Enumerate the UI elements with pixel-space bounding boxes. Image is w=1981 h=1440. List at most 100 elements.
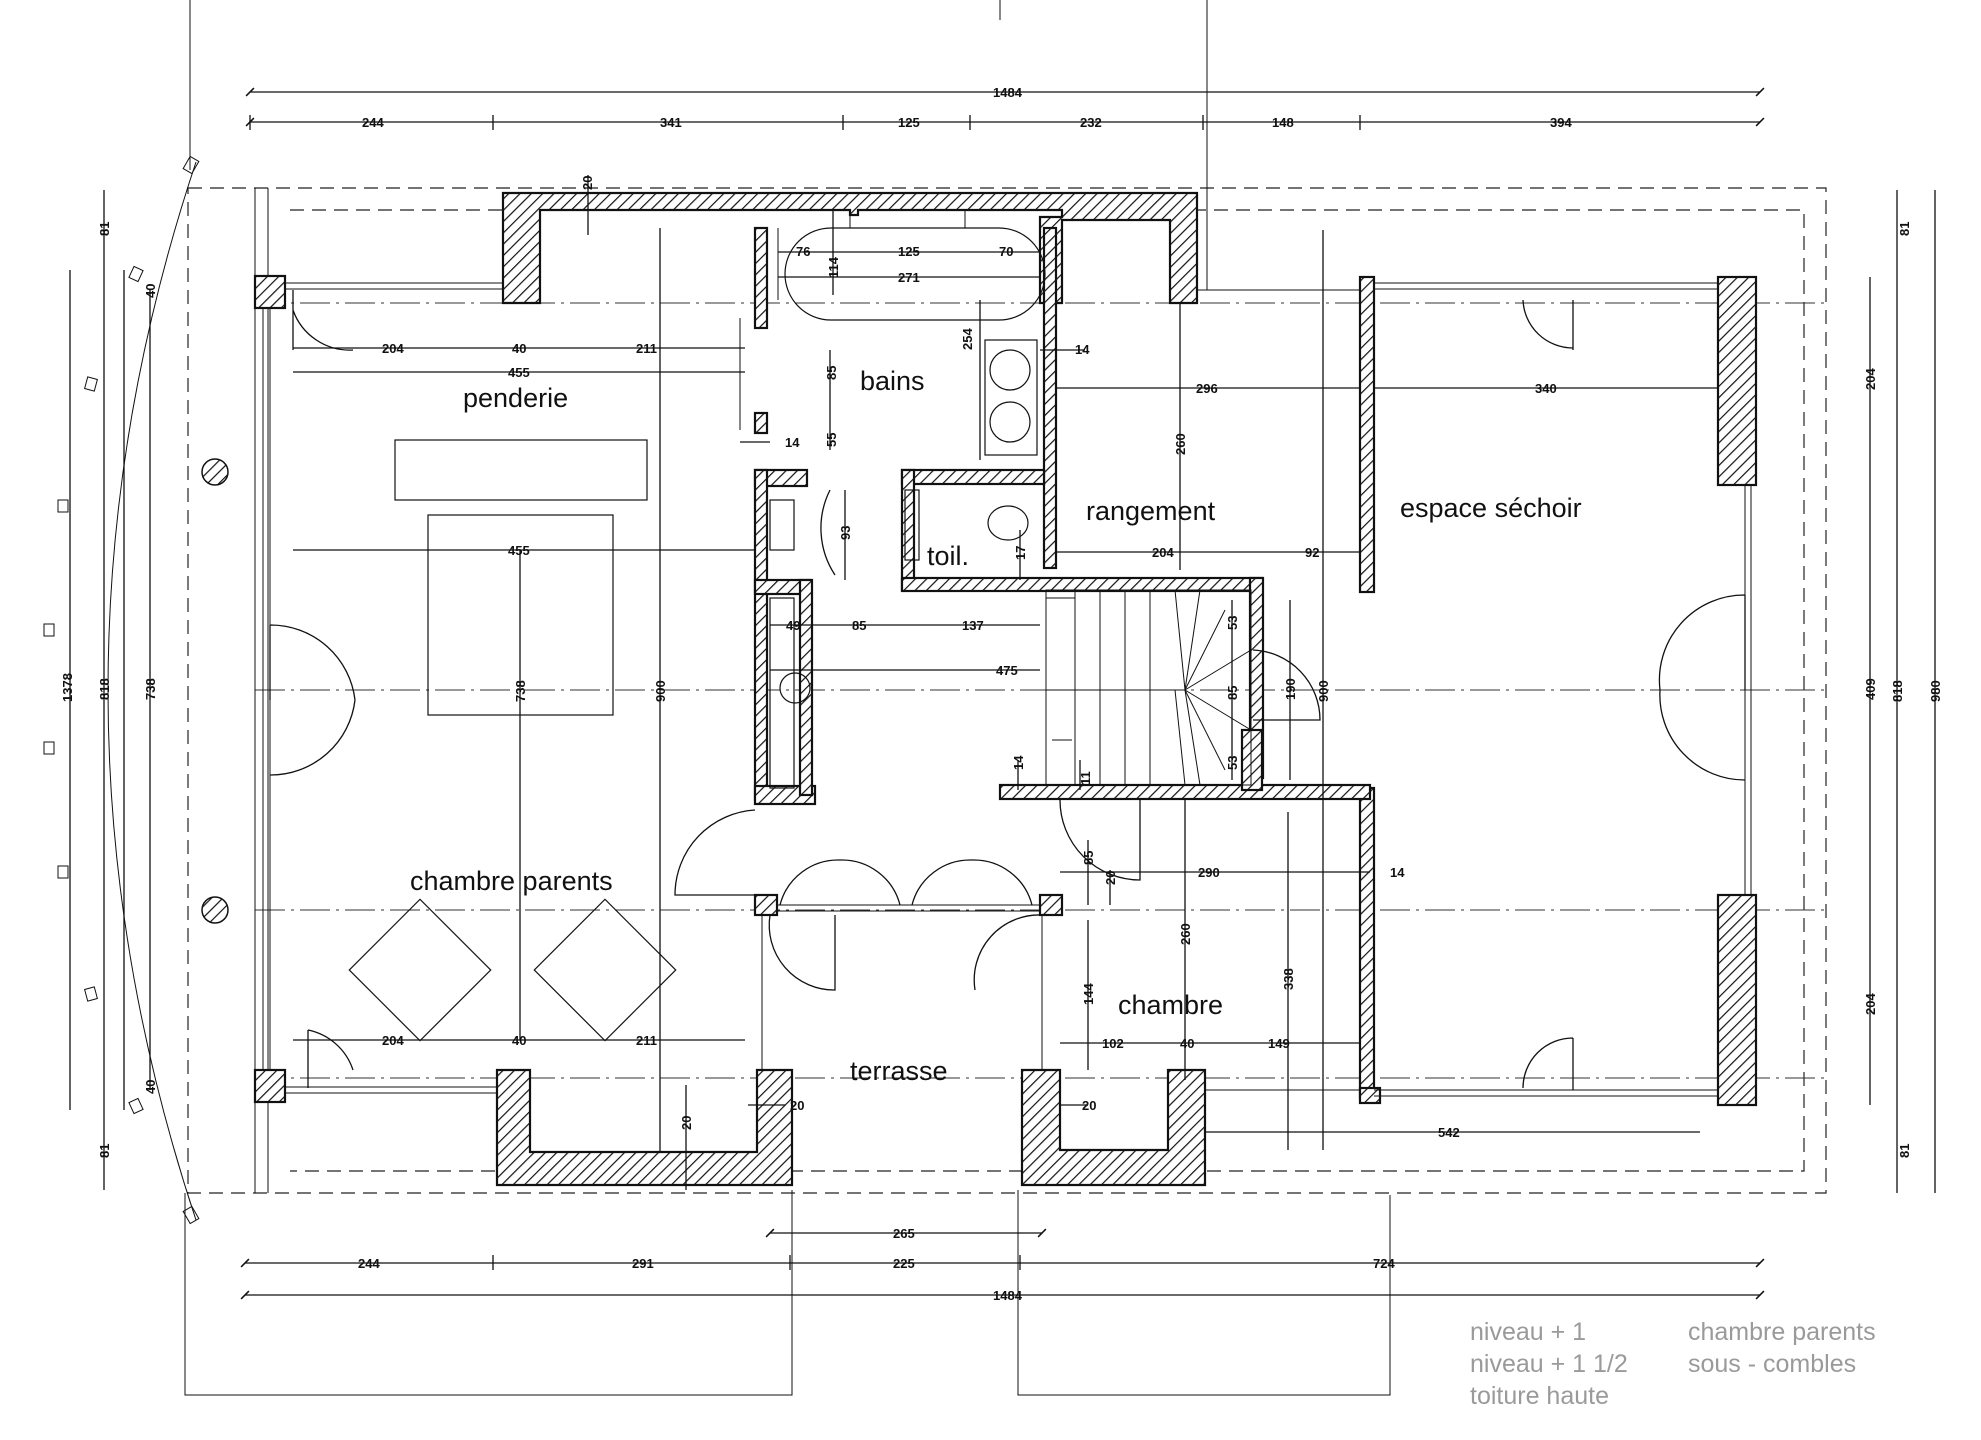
room-label-penderie: penderie: [463, 383, 568, 413]
dim-right-409: 409: [1863, 678, 1878, 700]
dim-bottom-265: 265: [893, 1226, 915, 1241]
dim-bath-125: 125: [898, 244, 920, 259]
dim-left-40-top: 40: [143, 284, 158, 298]
legend-toiture-haute: toiture haute: [1470, 1382, 1609, 1410]
dim-right-818: 818: [1890, 680, 1905, 702]
dim-left-total: 1378: [60, 673, 75, 702]
dim-cp-40: 40: [512, 1033, 526, 1048]
room-label-bains: bains: [860, 366, 925, 396]
dim-pen-455-top: 455: [508, 365, 530, 380]
dim-ch-85: 85: [1081, 851, 1096, 865]
dim-bottom-1: 244: [358, 1256, 380, 1271]
dim-bath-70: 70: [999, 244, 1013, 259]
room-label-chambre-parents: chambre parents: [410, 866, 613, 896]
dim-bath-271: 271: [898, 270, 920, 285]
dim-left-81-bot: 81: [97, 1144, 112, 1158]
dim-rang-92: 92: [1305, 545, 1319, 560]
walls: [253, 191, 1758, 1187]
dim-bottom-4: 724: [1373, 1256, 1395, 1271]
dim-top-4: 232: [1080, 115, 1102, 130]
dim-hall-49: 49: [786, 618, 800, 633]
dim-ch-102: 102: [1102, 1036, 1124, 1051]
dim-right-204-bot: 204: [1863, 993, 1878, 1015]
dim-right-204-top: 204: [1863, 368, 1878, 390]
dim-hall-475: 475: [996, 663, 1018, 678]
staircase: [1045, 589, 1252, 786]
dim-cp-211: 211: [636, 1033, 657, 1048]
dim-hall-85: 85: [852, 618, 866, 633]
dim-stair-85: 85: [1225, 686, 1240, 700]
dim-bottom-3: 225: [893, 1256, 915, 1271]
dim-pen-40: 40: [512, 341, 526, 356]
dim-cp-900: 900: [653, 680, 668, 702]
room-label-espace-sechoir: espace séchoir: [1400, 493, 1582, 523]
dim-ch-149: 149: [1268, 1036, 1290, 1051]
dim-bottom-total: 1484: [993, 1288, 1023, 1303]
dim-ch-290: 290: [1198, 865, 1220, 880]
dim-bath-14-left: 14: [785, 435, 800, 450]
dim-ch-40: 40: [1180, 1036, 1194, 1051]
dim-stair-14: 14: [1011, 755, 1026, 770]
dim-top-total: 1484: [993, 85, 1023, 100]
dim-ter-20-right: 20: [1082, 1098, 1096, 1113]
dim-left-81-top: 81: [97, 222, 112, 236]
dim-right-81-bot: 81: [1897, 1144, 1912, 1158]
dim-ch-144: 144: [1081, 983, 1096, 1005]
dim-ter-20-left: 20: [790, 1098, 804, 1113]
dim-hall-137: 137: [962, 618, 984, 633]
dim-stair-900: 900: [1316, 680, 1331, 702]
dim-stair-11: 11: [1078, 771, 1093, 785]
dim-top-2: 341: [660, 115, 682, 130]
dim-pen-204: 204: [382, 341, 404, 356]
dim-cp-455: 455: [508, 543, 530, 558]
dim-bath-114: 114: [826, 256, 841, 278]
doors: [269, 290, 1746, 1090]
dim-rang-260: 260: [1173, 433, 1188, 455]
dim-sech-542: 542: [1438, 1125, 1460, 1140]
dim-right-980: 980: [1928, 680, 1943, 702]
dim-bottom-2: 291: [632, 1256, 654, 1271]
dim-rang-204: 204: [1152, 545, 1174, 560]
dim-bath-254: 254: [960, 328, 975, 350]
dim-stair-53-top: 53: [1225, 616, 1240, 630]
curved-eave: [43, 155, 200, 1225]
dim-rang-296: 296: [1196, 381, 1218, 396]
dim-bath-85: 85: [824, 366, 839, 380]
bath-fixtures: [739, 227, 1046, 789]
legend-niveau-1: niveau + 1: [1470, 1318, 1586, 1346]
dimension-labels: 1484 244 341 125 232 148 394 244 291 225…: [60, 85, 1943, 1303]
dim-toil-17: 17: [1013, 546, 1028, 560]
legend: niveau + 1 chambre parents niveau + 1 1/…: [1470, 1318, 1876, 1410]
furniture: [201, 439, 677, 1042]
dim-right-81-top: 81: [1897, 222, 1912, 236]
dim-left-818: 818: [97, 678, 112, 700]
dim-wall-20-top: 20: [580, 176, 595, 190]
dim-top-3: 125: [898, 115, 920, 130]
dim-sech-340: 340: [1535, 381, 1557, 396]
legend-chambre-parents: chambre parents: [1688, 1318, 1876, 1346]
dim-bath-55: 55: [824, 433, 839, 447]
dim-stair-190: 190: [1283, 678, 1298, 700]
dim-top-6: 394: [1550, 115, 1572, 130]
room-label-toil: toil.: [927, 541, 969, 571]
dim-left-738: 738: [143, 678, 158, 700]
dim-ch-14: 14: [1390, 865, 1405, 880]
dim-toil-93: 93: [838, 526, 853, 540]
dim-stair-53-bot: 53: [1225, 756, 1240, 770]
window-lines: [262, 210, 1752, 1097]
dim-ch-20: 20: [1103, 871, 1118, 885]
dimension-lines: [69, 87, 1936, 1300]
room-labels: penderie bains rangement espace séchoir …: [410, 366, 1582, 1086]
dim-ch-338: 338: [1281, 968, 1296, 990]
dim-cp-204: 204: [382, 1033, 404, 1048]
dim-top-5: 148: [1272, 115, 1294, 130]
dim-ter-20-wall: 20: [679, 1116, 694, 1130]
room-label-terrasse: terrasse: [850, 1056, 948, 1086]
dim-cp-738: 738: [513, 680, 528, 702]
dim-ch-260: 260: [1178, 923, 1193, 945]
dim-pen-211: 211: [636, 341, 657, 356]
dim-top-1: 244: [362, 115, 384, 130]
dim-bath-76: 76: [796, 244, 810, 259]
legend-sous-combles: sous - combles: [1688, 1350, 1856, 1378]
